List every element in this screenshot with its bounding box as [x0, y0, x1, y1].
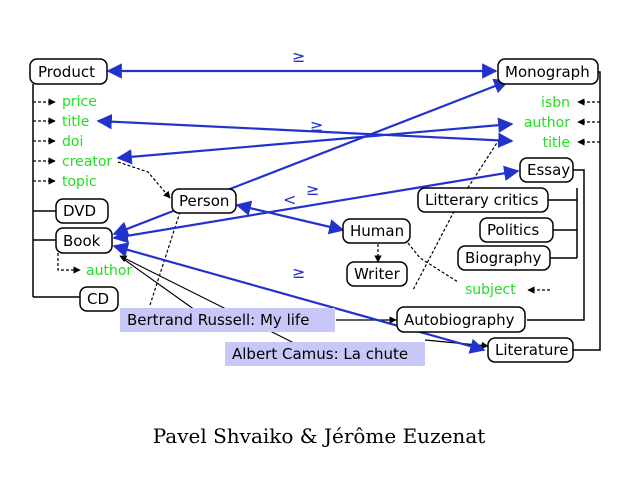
attribute-creator: creator	[62, 154, 112, 170]
attribute-price: price	[62, 94, 97, 110]
attribute-title-right: title	[543, 135, 570, 151]
svg-text:Monograph: Monograph	[505, 63, 590, 81]
right-attributes: isbn author title	[524, 95, 570, 151]
node-autobiography: Autobiography	[396, 306, 526, 333]
node-person: Person	[171, 188, 237, 214]
svg-text:Litterary critics: Litterary critics	[425, 191, 539, 209]
svg-text:Product: Product	[38, 63, 95, 81]
node-essay: Essay	[519, 157, 574, 183]
relation-symbols: ≥ ≥ < ≥ ≥	[283, 47, 323, 282]
svg-text:Book: Book	[63, 232, 101, 250]
instance-russell: Bertrand Russell: My life	[120, 308, 335, 332]
svg-text:Essay: Essay	[527, 161, 570, 179]
node-cd: CD	[79, 286, 119, 312]
left-attributes: price title doi creator topic	[62, 94, 112, 190]
node-human: Human	[342, 218, 411, 244]
svg-text:Bertrand Russell: My life: Bertrand Russell: My life	[127, 311, 309, 329]
node-literature: Literature	[487, 337, 574, 363]
node-dvd: DVD	[55, 198, 109, 224]
attribute-doi: doi	[62, 134, 83, 150]
svg-text:CD: CD	[87, 290, 109, 308]
relation-person-human-ge: ≥	[306, 180, 319, 199]
author-caption: Pavel Shvaiko & Jérôme Euzenat	[152, 424, 486, 448]
node-politics: Politics	[479, 217, 554, 243]
relation-book-literature: ≥	[292, 263, 305, 282]
relation-product-monograph: ≥	[292, 47, 305, 66]
node-monograph: Monograph	[497, 58, 599, 85]
svg-text:Person: Person	[179, 192, 229, 210]
svg-text:Writer: Writer	[354, 265, 401, 283]
svg-text:Albert Camus: La chute: Albert Camus: La chute	[232, 345, 408, 363]
attribute-title: title	[62, 114, 89, 130]
attribute-author: author	[524, 115, 570, 131]
svg-text:Biography: Biography	[465, 249, 542, 267]
node-biography: Biography	[457, 245, 551, 271]
right-tree-lines	[527, 71, 601, 351]
svg-text:DVD: DVD	[63, 202, 96, 220]
node-litterary-critics: Litterary critics	[417, 187, 549, 213]
node-writer: Writer	[346, 261, 408, 287]
ontology-alignment-diagram: ≥ ≥ < ≥ ≥ Product price title doi creato…	[29, 47, 601, 366]
svg-text:Politics: Politics	[487, 221, 539, 239]
attribute-subject: subject	[465, 282, 516, 298]
relation-title-author: ≥	[310, 116, 323, 135]
svg-text:Autobiography: Autobiography	[404, 311, 515, 329]
relation-person-human-lt: <	[283, 190, 296, 209]
attribute-author-book: author	[86, 263, 132, 279]
attribute-topic: topic	[62, 174, 97, 190]
left-tree-lines	[32, 84, 80, 298]
node-book: Book	[55, 227, 113, 254]
instance-camus: Albert Camus: La chute	[225, 342, 425, 366]
node-product: Product	[29, 58, 108, 85]
svg-text:Literature: Literature	[495, 341, 568, 359]
attribute-isbn: isbn	[541, 95, 570, 111]
svg-text:Human: Human	[350, 222, 404, 240]
